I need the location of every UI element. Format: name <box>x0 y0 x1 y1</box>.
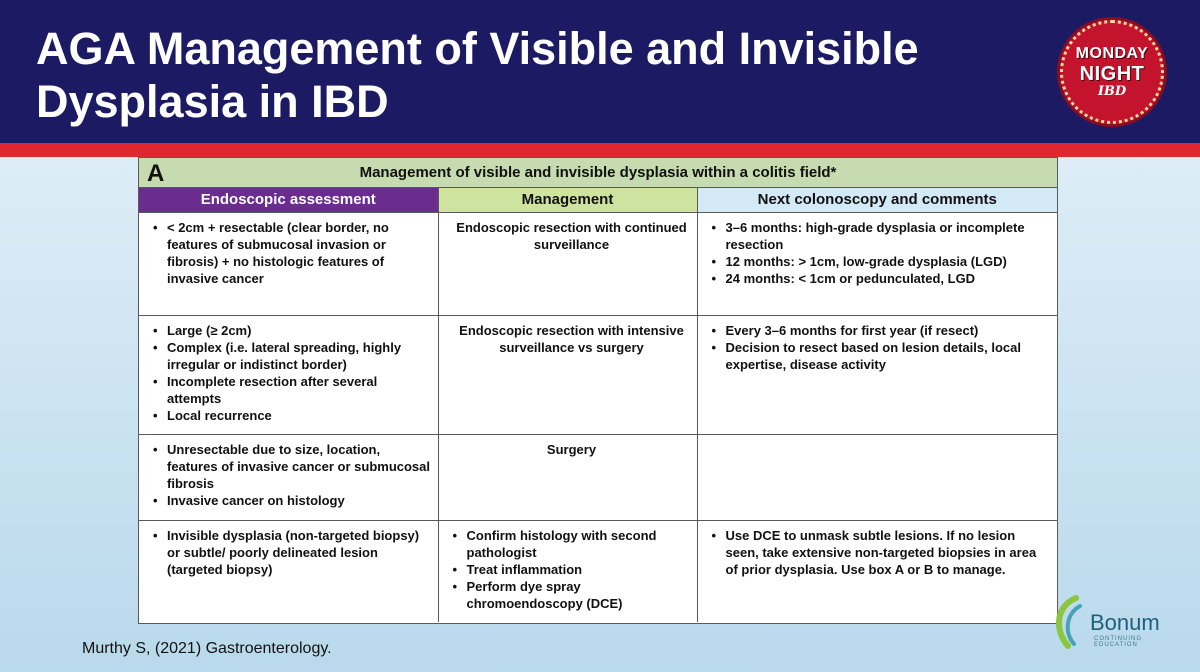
list-item: 3–6 months: high-grade dysplasia or inco… <box>712 219 1052 253</box>
column-header-management: Management <box>438 188 698 213</box>
monday-night-ibd-logo: MONDAY NIGHT IBD <box>1060 20 1164 124</box>
comments-cell: 3–6 months: high-grade dysplasia or inco… <box>697 212 1057 316</box>
table-row: Large (≥ 2cm) Complex (i.e. lateral spre… <box>139 315 1057 435</box>
column-header-assessment: Endoscopic assessment <box>139 188 439 213</box>
assessment-cell: Invisible dysplasia (non-targeted biopsy… <box>139 520 439 622</box>
management-cell: Endoscopic resection with intensive surv… <box>438 315 698 435</box>
table-row: Unresectable due to size, location, feat… <box>139 434 1057 521</box>
figure-letter: A <box>147 160 165 187</box>
management-table: Endoscopic assessment Management Next co… <box>139 188 1057 622</box>
management-cell: Surgery <box>438 434 698 521</box>
column-header-comments: Next colonoscopy and comments <box>697 188 1057 213</box>
bonum-swirl-icon <box>1055 595 1082 649</box>
list-item: Decision to resect based on lesion detai… <box>712 339 1052 373</box>
list-item: Perform dye spray chromoendoscopy (DCE) <box>453 578 691 612</box>
management-cell: Endoscopic resection with continued surv… <box>438 212 698 316</box>
list-item: Invasive cancer on histology <box>153 492 432 509</box>
assessment-cell: Large (≥ 2cm) Complex (i.e. lateral spre… <box>139 315 439 435</box>
slide-title: AGA Management of Visible and Invisible … <box>36 23 919 127</box>
list-item: Use DCE to unmask subtle lesions. If no … <box>712 527 1052 578</box>
table-row: Invisible dysplasia (non-targeted biopsy… <box>139 520 1057 622</box>
list-item: Unresectable due to size, location, feat… <box>153 441 432 492</box>
management-cell: Confirm histology with second pathologis… <box>438 520 698 622</box>
figure-title-bar: A Management of visible and invisible dy… <box>139 158 1057 188</box>
assessment-cell: < 2cm + resectable (clear border, no fea… <box>139 212 439 316</box>
list-item: Local recurrence <box>153 407 432 424</box>
list-item: < 2cm + resectable (clear border, no fea… <box>153 219 432 287</box>
bonum-tagline: CONTINUING EDUCATION <box>1094 636 1142 648</box>
list-item: Treat inflammation <box>453 561 691 578</box>
bonum-wordmark: Bonum <box>1090 610 1160 635</box>
comments-cell <box>697 434 1057 521</box>
list-item: Invisible dysplasia (non-targeted biopsy… <box>153 527 432 578</box>
table-header-row: Endoscopic assessment Management Next co… <box>139 188 1057 213</box>
comments-cell: Use DCE to unmask subtle lesions. If no … <box>697 520 1057 622</box>
list-item: Large (≥ 2cm) <box>153 322 432 339</box>
citation: Murthy S, (2021) Gastroenterology. <box>82 640 332 657</box>
logo-line-3: IBD <box>1097 84 1127 99</box>
list-item: 12 months: > 1cm, low-grade dysplasia (L… <box>712 253 1052 270</box>
title-banner: AGA Management of Visible and Invisible … <box>0 0 1200 143</box>
list-item: Confirm histology with second pathologis… <box>453 527 691 561</box>
dysplasia-table-figure: A Management of visible and invisible dy… <box>138 157 1058 624</box>
list-item: Incomplete resection after several attem… <box>153 373 432 407</box>
list-item: 24 months: < 1cm or pedunculated, LGD <box>712 270 1052 287</box>
comments-cell: Every 3–6 months for first year (if rese… <box>697 315 1057 435</box>
accent-bar <box>0 143 1200 157</box>
assessment-cell: Unresectable due to size, location, feat… <box>139 434 439 521</box>
logo-line-2: NIGHT <box>1079 63 1145 85</box>
list-item: Every 3–6 months for first year (if rese… <box>712 322 1052 339</box>
list-item: Complex (i.e. lateral spreading, highly … <box>153 339 432 373</box>
bonum-logo: Bonum CONTINUING EDUCATION <box>1046 592 1186 652</box>
figure-title: Management of visible and invisible dysp… <box>359 164 837 181</box>
logo-line-1: MONDAY <box>1075 45 1149 62</box>
table-row: < 2cm + resectable (clear border, no fea… <box>139 212 1057 316</box>
